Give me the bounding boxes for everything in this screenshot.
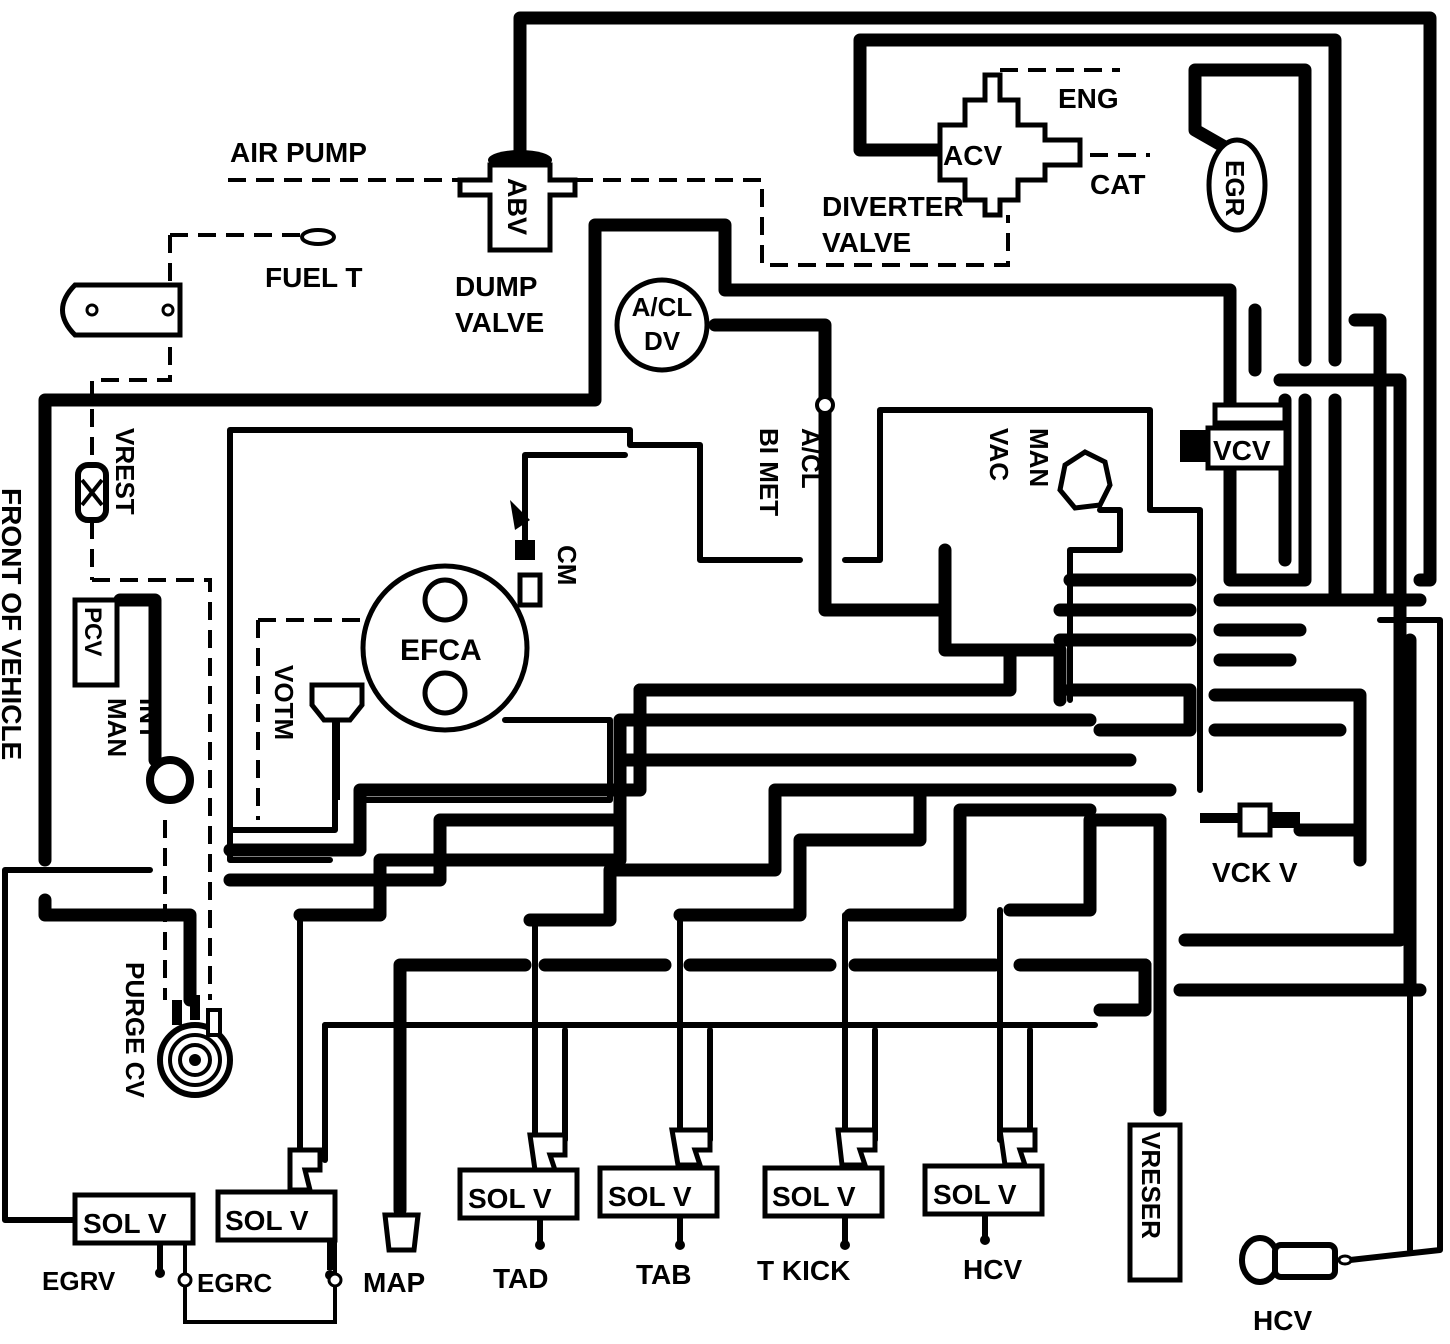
- egrv-label: EGRV: [42, 1266, 116, 1296]
- purge-cv: [157, 995, 233, 1098]
- t-kick-label: T KICK: [757, 1255, 850, 1286]
- acl-bimet-label-2: BI MET: [754, 428, 784, 516]
- egr-wire-loop: [177, 1240, 343, 1324]
- vck-v-valve: [1200, 802, 1300, 838]
- sol-v-tab-label: SOL V: [608, 1181, 692, 1212]
- sol-v-egrc-label: SOL V: [225, 1205, 309, 1236]
- sol-v-egrc: SOL V: [215, 1147, 338, 1243]
- egr-label: EGR: [1220, 160, 1250, 217]
- cat-label: CAT: [1090, 169, 1145, 200]
- dump-valve-label-1: DUMP: [455, 271, 537, 302]
- efca-component: EFCA: [360, 563, 543, 733]
- purge-cv-label: PURGE CV: [120, 962, 150, 1098]
- eng-label: ENG: [1058, 83, 1119, 114]
- fuel-t-fitting: [300, 228, 336, 246]
- acl-dv-label-2: DV: [644, 326, 681, 356]
- abv-label: ABV: [502, 178, 532, 235]
- acv-valve: ACV: [937, 72, 1083, 218]
- sol-v-egrv: SOL V: [72, 1192, 196, 1246]
- man-vac-label-1: MAN: [1024, 428, 1054, 487]
- fuel-canister: [60, 282, 183, 338]
- int-man-label-1: INT: [134, 698, 164, 740]
- tab-label: TAB: [636, 1259, 691, 1290]
- acl-dv-component: A/CL DV: [614, 277, 710, 373]
- air-pump-label: AIR PUMP: [230, 137, 367, 168]
- int-man-label-2: MAN: [102, 698, 132, 757]
- vreser-label: VRESER: [1136, 1132, 1166, 1239]
- fuel-t-label: FUEL T: [265, 262, 362, 293]
- cm-label: CM: [552, 545, 582, 585]
- egr-valve: EGR: [1206, 137, 1268, 233]
- int-man-fitting: [146, 756, 194, 804]
- sol-v-egrv-label: SOL V: [83, 1208, 167, 1239]
- votm-component: [309, 682, 365, 800]
- pcv-valve: PCV: [72, 597, 120, 688]
- text-labels: AIR PUMP DUMP VALVE FUEL T ENG CAT DIVER…: [0, 83, 1312, 1336]
- diverter-valve-label-1: DIVERTER: [822, 191, 964, 222]
- man-vac-fitting: [1057, 449, 1113, 511]
- hcv-label: HCV: [963, 1254, 1022, 1285]
- acl-bimet-node: [815, 395, 835, 415]
- map-sensor: [382, 1212, 421, 1253]
- map-label: MAP: [363, 1267, 425, 1298]
- votm-label: VOTM: [269, 665, 299, 740]
- acv-label: ACV: [943, 140, 1002, 171]
- vacuum-hoses: [38, 11, 1437, 1217]
- egrc-label: EGRC: [197, 1268, 272, 1298]
- tad-label: TAD: [493, 1263, 548, 1294]
- sol-v-tad: SOL V: [457, 1132, 580, 1221]
- sol-v-tab: SOL V: [597, 1127, 720, 1219]
- vrest-restrictor: [75, 462, 109, 523]
- cm-sensor: [510, 500, 535, 560]
- efca-label: EFCA: [400, 634, 482, 667]
- sol-v-tad-label: SOL V: [468, 1183, 552, 1214]
- vcv-valve: VCV: [1180, 402, 1289, 471]
- vck-v-label: VCK V: [1212, 857, 1298, 888]
- hcv-bottom-label: HCV: [1253, 1305, 1312, 1336]
- abv-dump-valve: ABV: [457, 150, 578, 253]
- vrest-label: VREST: [110, 428, 140, 515]
- diverter-valve-label-2: VALVE: [822, 227, 911, 258]
- sol-v-t-kick-label: SOL V: [772, 1181, 856, 1212]
- sol-v-hcv: SOL V: [922, 1127, 1045, 1217]
- sol-v-t-kick: SOL V: [762, 1127, 885, 1219]
- thin-hoses: [2, 407, 1443, 1263]
- acl-dv-label-1: A/CL: [632, 292, 693, 322]
- vreser-reservoir: VRESER: [1127, 1122, 1183, 1283]
- hcv-bottom-component: [1239, 1235, 1353, 1285]
- acl-bimet-label-1: A/CL: [796, 428, 826, 489]
- sol-v-hcv-label: SOL V: [933, 1179, 1017, 1210]
- front-of-vehicle-label: FRONT OF VEHICLE: [0, 488, 27, 760]
- vcv-label: VCV: [1213, 435, 1271, 466]
- ground-terminals: [155, 1214, 990, 1280]
- pcv-label: PCV: [79, 607, 106, 656]
- dump-valve-label-2: VALVE: [455, 307, 544, 338]
- man-vac-label-2: VAC: [984, 428, 1014, 481]
